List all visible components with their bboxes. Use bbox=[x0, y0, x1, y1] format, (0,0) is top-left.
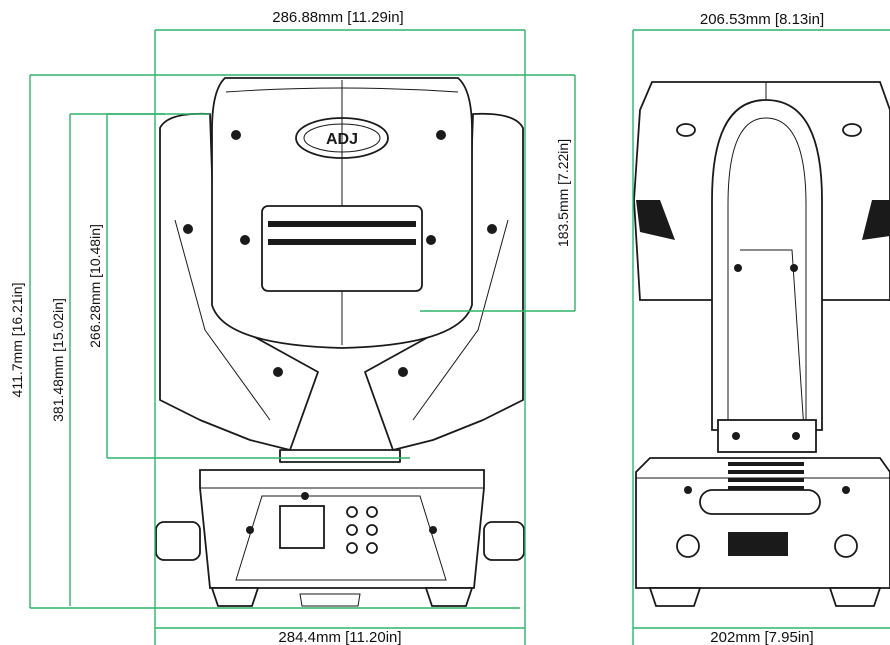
total-height-label: 411.7mm [16.21in] bbox=[9, 283, 25, 398]
side-lower-vent bbox=[728, 532, 788, 556]
front-left-foot bbox=[210, 587, 260, 607]
side-bottom-width-label: 202mm [7.95in] bbox=[710, 629, 813, 645]
left-handle bbox=[155, 521, 201, 561]
dimension-labels: 286.88mm [11.29in] 284.4mm [11.20in] 206… bbox=[9, 9, 824, 645]
front-right-arm bbox=[364, 112, 524, 451]
vent-fins bbox=[268, 221, 416, 245]
logo-text: ADJ bbox=[326, 131, 358, 148]
arm-height-label: 266.28mm [10.48in] bbox=[87, 224, 103, 348]
dimension-lines bbox=[29, 29, 890, 645]
front-right-foot bbox=[424, 587, 474, 607]
adj-logo bbox=[295, 117, 389, 159]
side-base bbox=[635, 457, 890, 589]
side-head-fins bbox=[636, 200, 890, 240]
front-bottom-width-label: 284.4mm [11.20in] bbox=[278, 629, 401, 645]
side-top-width-label: 206.53mm [8.13in] bbox=[700, 11, 824, 28]
body-height-label: 381.48mm [15.02in] bbox=[50, 298, 66, 422]
front-view bbox=[155, 77, 525, 607]
lcd-display bbox=[279, 505, 325, 549]
side-view bbox=[633, 81, 890, 607]
control-buttons bbox=[346, 506, 378, 554]
front-top-width-label: 286.88mm [11.29in] bbox=[272, 9, 403, 26]
front-vent bbox=[261, 205, 423, 292]
side-left-connector bbox=[676, 534, 700, 558]
head-height-label: 183.5mm [7.22in] bbox=[555, 139, 571, 247]
side-right-connector bbox=[834, 534, 858, 558]
front-neck bbox=[279, 449, 401, 463]
right-handle bbox=[483, 521, 525, 561]
side-arm bbox=[711, 99, 823, 431]
head-screws bbox=[183, 130, 497, 377]
